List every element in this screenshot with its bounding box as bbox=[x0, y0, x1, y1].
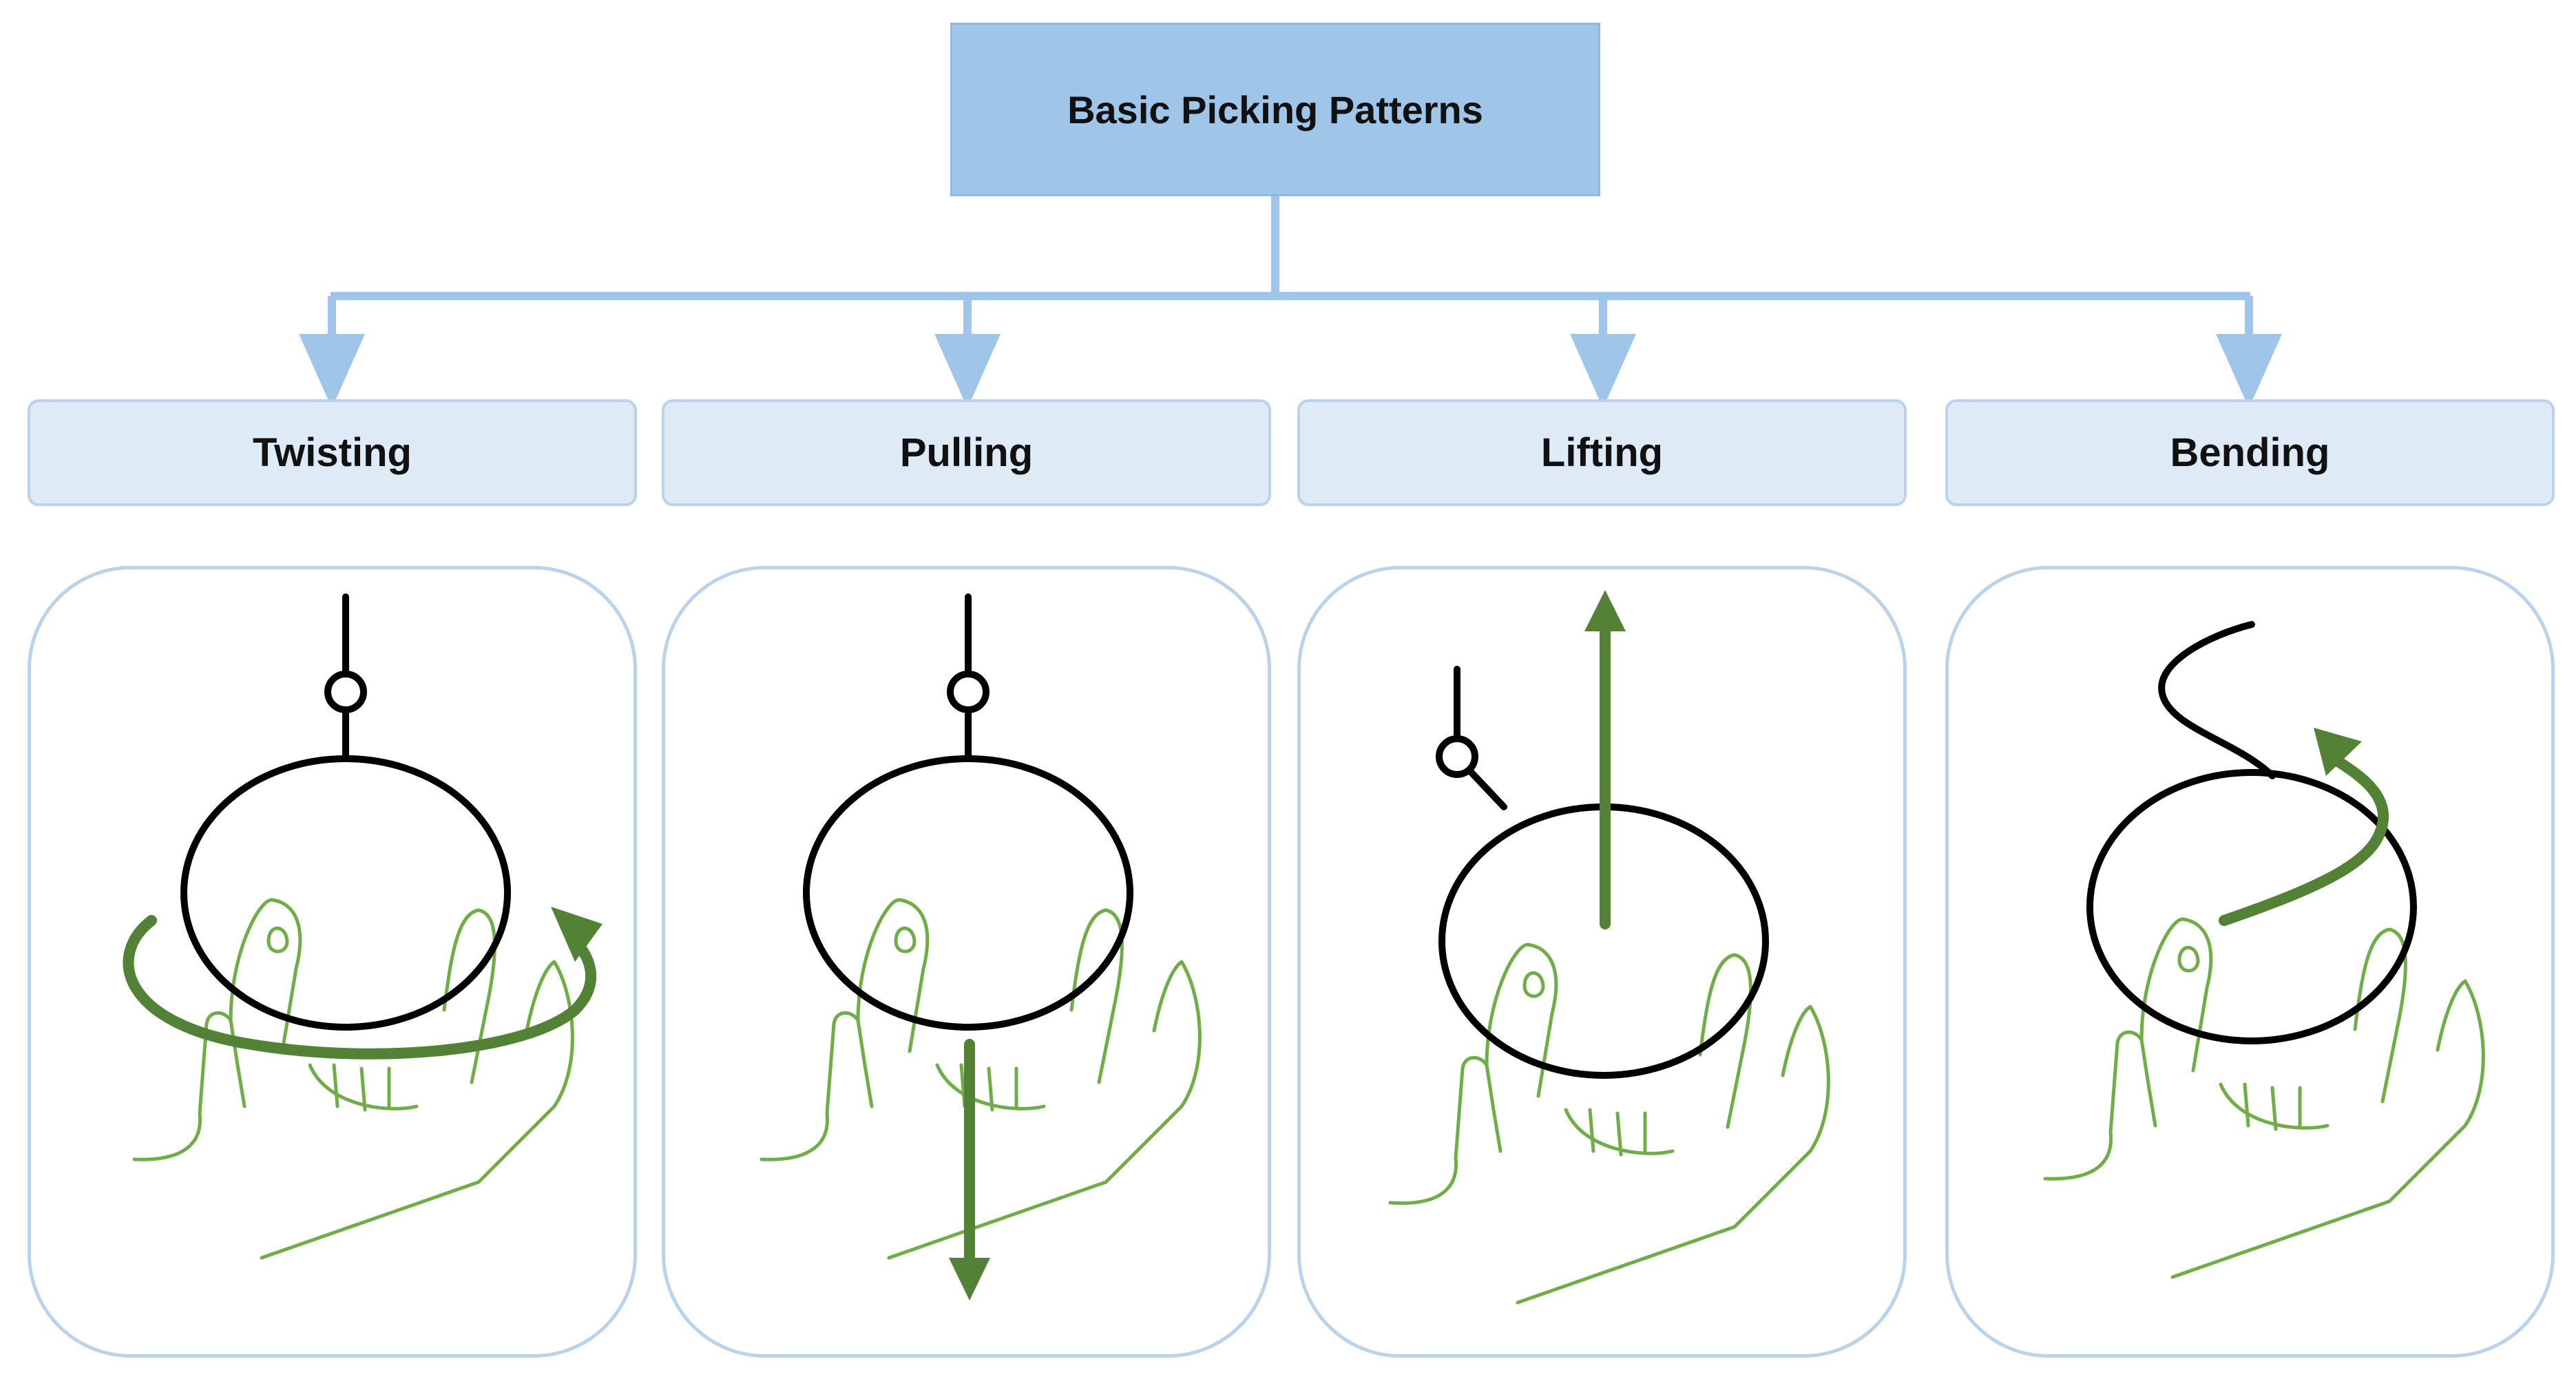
hand-icon bbox=[1388, 943, 1830, 1305]
panel-twisting bbox=[28, 566, 637, 1358]
pulling-illustration bbox=[760, 593, 1202, 1301]
twist-arrow-icon bbox=[123, 915, 597, 1060]
panel-lifting bbox=[1297, 566, 1907, 1358]
fruit-icon bbox=[2086, 621, 2417, 1044]
category-bending: Bending bbox=[1945, 399, 2555, 506]
category-pulling: Pulling bbox=[662, 399, 1271, 506]
panel-pulling bbox=[662, 566, 1271, 1358]
category-lifting: Lifting bbox=[1297, 399, 1907, 506]
bend-arrowhead-icon bbox=[2314, 728, 2362, 776]
twist-arrowhead-icon bbox=[551, 907, 603, 962]
bend-arrow-icon bbox=[2219, 753, 2389, 926]
root-node-title: Basic Picking Patterns bbox=[950, 23, 1600, 196]
fruit-icon bbox=[803, 593, 1133, 1031]
fruit-icon bbox=[180, 593, 511, 1031]
panel-bending bbox=[1945, 566, 2555, 1358]
twisting-illustration bbox=[123, 593, 603, 1260]
lift-arrowhead-icon bbox=[1584, 590, 1626, 631]
hand-icon bbox=[2043, 917, 2485, 1279]
category-twisting: Twisting bbox=[28, 399, 637, 506]
bending-illustration bbox=[2043, 621, 2485, 1279]
hand-icon bbox=[132, 898, 574, 1260]
lifting-illustration bbox=[1388, 590, 1830, 1305]
pull-arrowhead-icon bbox=[949, 1258, 990, 1301]
